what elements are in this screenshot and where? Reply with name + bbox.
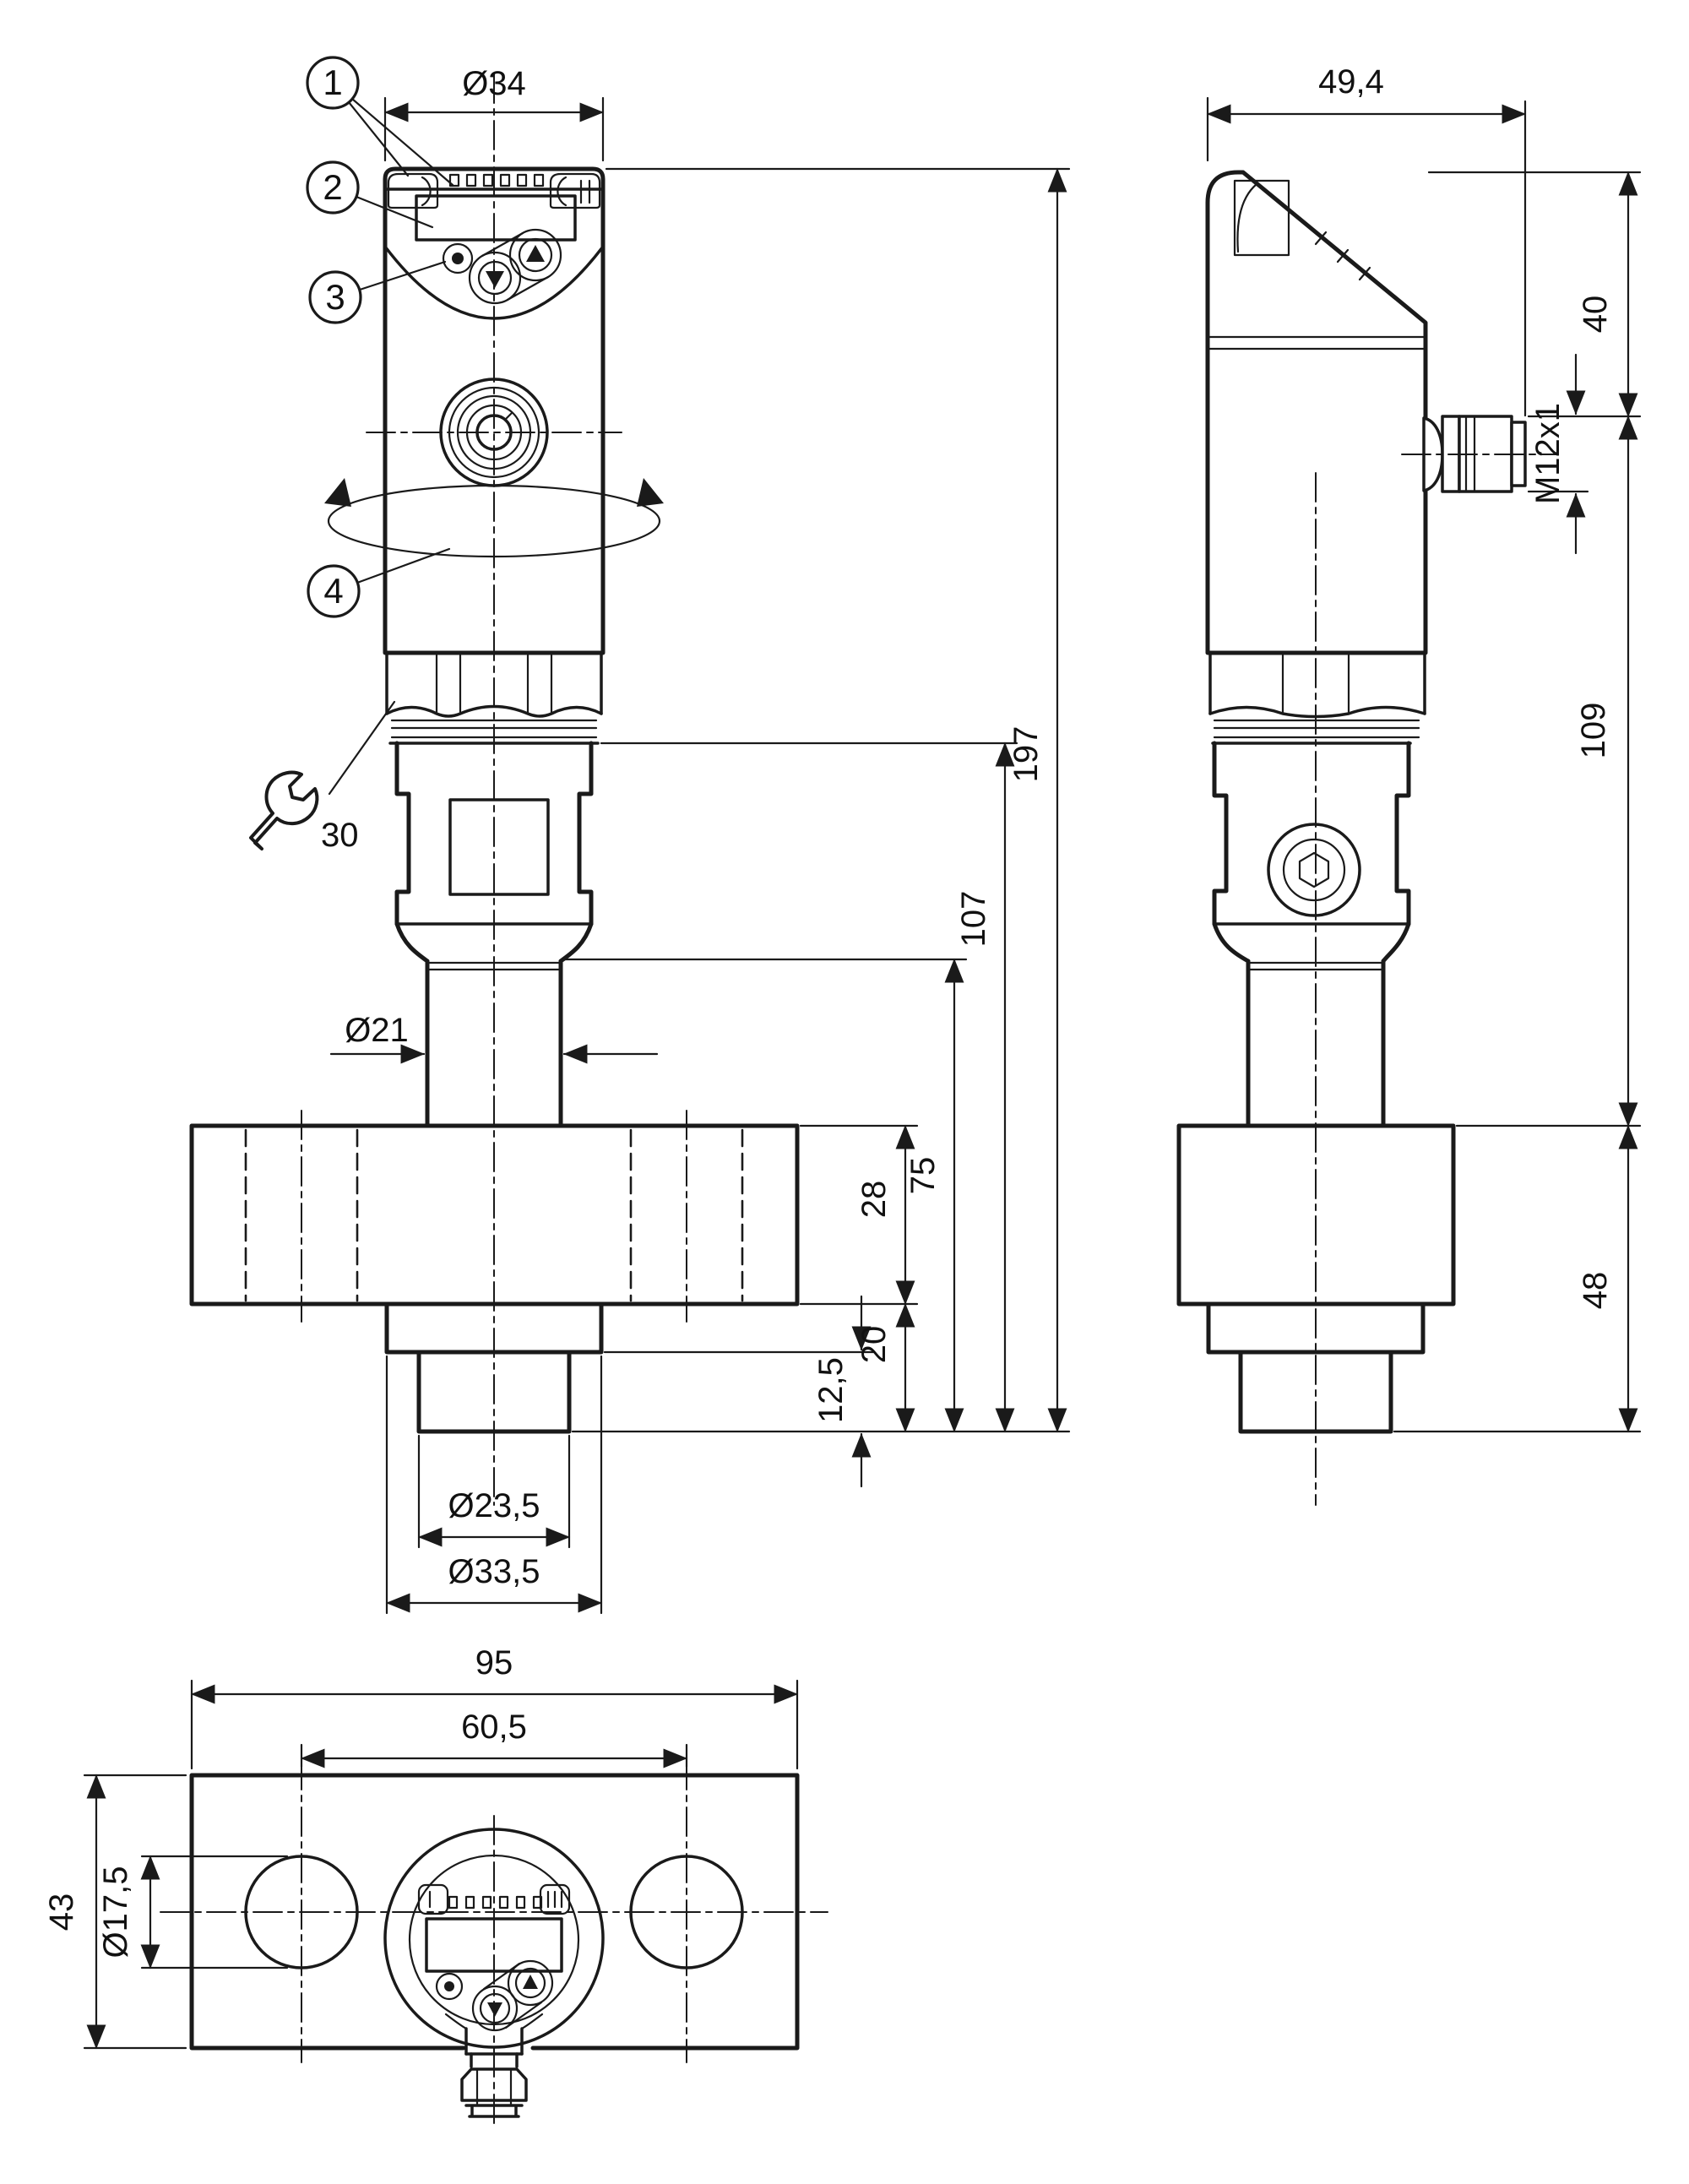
dim-label-flange-section: 48 xyxy=(1577,1272,1614,1310)
wrench-size-label: 30 xyxy=(321,817,359,854)
callout-4: 4 xyxy=(323,571,343,611)
dim-label-spigot-diameter: Ø23,5 xyxy=(448,1487,540,1524)
down-button-top xyxy=(479,1992,511,2024)
sensor-head-outline xyxy=(383,166,606,655)
wrench-icon xyxy=(249,770,319,850)
dim-label-connector-thread: M12x1 xyxy=(1529,403,1567,504)
led-row-top xyxy=(448,1895,543,1910)
up-arrow-icon xyxy=(526,245,545,262)
bottom-dimensions: 95 60,5 43 Ø17,5 xyxy=(43,1644,799,2050)
callouts: 1 2 3 4 xyxy=(306,56,454,618)
hole-centerlines xyxy=(301,1110,687,1323)
corner-led-piece-right-top xyxy=(539,1883,571,1915)
hex-socket-screw xyxy=(1267,823,1361,917)
front-view xyxy=(189,73,800,1506)
dim-label-hole-spacing: 60,5 xyxy=(461,1709,527,1746)
dim-label-plate-width: 95 xyxy=(475,1644,513,1681)
connector-circles xyxy=(366,378,622,487)
mounting-hole-right xyxy=(629,1855,744,1969)
dim-flange-height: 28 xyxy=(855,1124,915,1306)
dim-spigot-height: 12,5 xyxy=(812,1295,872,1488)
dim-label-hole-diameter: Ø17,5 xyxy=(97,1866,134,1959)
dim-head-diameter: Ø34 xyxy=(383,65,605,162)
dim-below-flange: 20 xyxy=(855,1302,915,1433)
adapter-body xyxy=(388,741,600,971)
side-led-ticks xyxy=(1314,231,1371,281)
spigot xyxy=(416,1350,572,1434)
dim-flange-section: 48 xyxy=(1577,1124,1638,1433)
dim-spigot-diameter: Ø23,5 xyxy=(417,1434,571,1549)
mounting-hole-left xyxy=(244,1855,359,1969)
dim-collar-diameter: Ø33,5 xyxy=(385,1355,603,1615)
dim-hole-diameter: Ø17,5 xyxy=(97,1855,289,1969)
wrench-size-note: 30 xyxy=(249,700,396,854)
display-top-view xyxy=(425,1917,563,1973)
dim-stem-diameter: Ø21 xyxy=(329,1012,659,1064)
callout-3: 3 xyxy=(325,277,345,317)
side-adapter-body xyxy=(1211,741,1412,971)
dim-label-stem-diameter: Ø21 xyxy=(345,1012,409,1049)
side-spigot xyxy=(1238,1350,1393,1434)
front-dimensions: Ø34 Ø21 Ø23,5 Ø33,5 12,5 xyxy=(329,65,1071,1615)
dim-plate-width: 95 xyxy=(190,1644,799,1770)
mode-button-top xyxy=(435,1972,464,2001)
side-hex-nut xyxy=(1208,651,1426,719)
pushbutton-group xyxy=(442,228,562,305)
down-arrow-icon xyxy=(486,271,504,288)
side-dimensions: 49,4 40 M12x1 109 48 xyxy=(1206,63,1642,1433)
m12-connector-top-view xyxy=(460,2052,528,2118)
adapter-label-area xyxy=(448,798,550,896)
rotation-arrow xyxy=(324,478,664,558)
side-display-edge xyxy=(1233,179,1290,257)
callout-2: 2 xyxy=(323,167,342,207)
dim-connector-thread: M12x1 xyxy=(1529,353,1586,555)
callout-1: 1 xyxy=(323,62,342,102)
display-window xyxy=(415,194,577,242)
flange-plate xyxy=(189,1773,800,2051)
groove-lines xyxy=(390,719,598,739)
dim-total-height: 197 xyxy=(1007,167,1067,1433)
dim-label-total-height: 197 xyxy=(1007,726,1045,783)
dim-adapter-to-bottom: 107 xyxy=(955,742,1015,1433)
stem xyxy=(425,959,563,1128)
up-button-top xyxy=(514,1967,546,1999)
dim-label-head-diameter: Ø34 xyxy=(462,65,526,102)
dim-plate-height: 43 xyxy=(43,1774,187,2050)
head-top-view xyxy=(383,1828,605,2056)
face-dome-arc xyxy=(383,245,605,320)
dim-label-depth: 49,4 xyxy=(1318,63,1384,101)
down-button xyxy=(477,260,513,296)
dim-label-collar-diameter: Ø33,5 xyxy=(448,1553,540,1590)
corner-led-piece-left xyxy=(387,172,439,209)
corner-led-piece-left-top xyxy=(417,1883,449,1915)
up-button xyxy=(518,237,553,273)
dim-label-spigot-height: 12,5 xyxy=(812,1357,850,1423)
bottom-view xyxy=(160,1760,828,2129)
dim-label-below-flange: 20 xyxy=(855,1326,893,1364)
dim-label-flange-height: 28 xyxy=(855,1181,893,1219)
dim-label-stem-to-bottom: 75 xyxy=(904,1157,942,1195)
dim-hole-spacing: 60,5 xyxy=(300,1709,688,1768)
hex-nut xyxy=(383,651,605,718)
side-stem xyxy=(1246,959,1386,1128)
mode-button-dot xyxy=(452,253,464,264)
dim-depth: 49,4 xyxy=(1206,63,1527,417)
corner-led-piece-right xyxy=(549,172,601,209)
side-head-outline xyxy=(1205,170,1428,655)
dim-mid-section: 109 xyxy=(1575,415,1638,1127)
dim-stem-to-bottom: 75 xyxy=(904,958,964,1433)
m12-connector xyxy=(1401,415,1559,493)
hidden-hole-edges xyxy=(244,1128,744,1302)
dim-label-adapter-to-bottom: 107 xyxy=(955,891,992,948)
mode-button xyxy=(442,242,474,274)
dim-label-top-to-connector: 40 xyxy=(1577,296,1614,334)
led-window-row xyxy=(448,173,545,187)
side-view xyxy=(1176,170,1559,1506)
dim-label-plate-height: 43 xyxy=(43,1893,80,1931)
dim-label-mid-section: 109 xyxy=(1575,703,1612,759)
dim-top-to-connector: 40 xyxy=(1577,171,1638,418)
